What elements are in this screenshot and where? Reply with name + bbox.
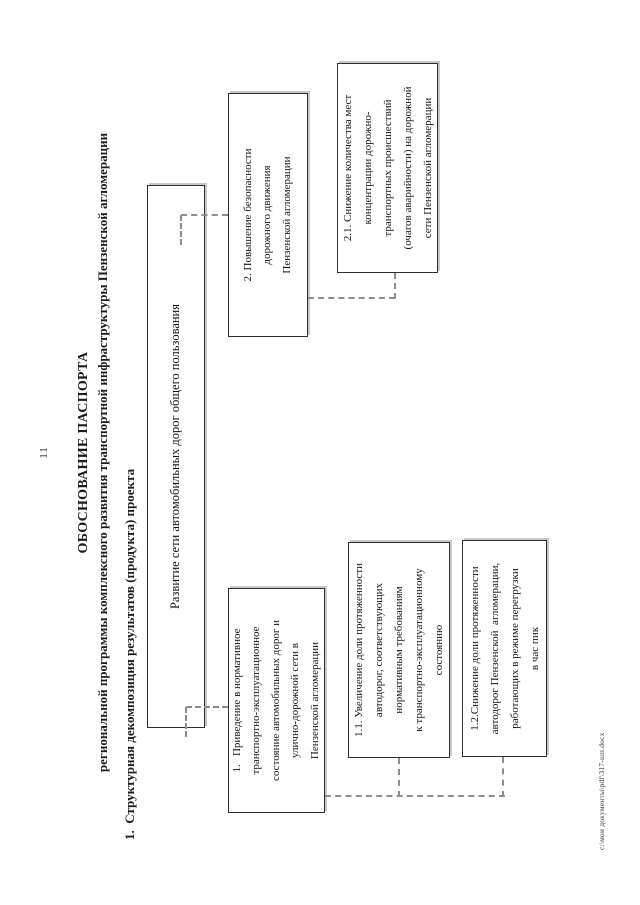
section-heading: 1. Структурная декомпозиция результатов … [122, 468, 137, 840]
connector-box2-to-box21-branch [394, 273, 396, 299]
page-number: 11 [38, 446, 50, 459]
document-subtitle: региональной программы комплексного разв… [95, 132, 110, 773]
wbs-box-text-line: 1.2.Снижение доли протяженности [468, 566, 481, 731]
connector-root-to-box1-drop [186, 706, 228, 708]
connector-root-to-box2-drop [181, 214, 228, 216]
wbs-box-text-line: к транспортно-эксплуатационному [413, 568, 425, 732]
wbs-box-text-line: состояние автомобильных дорог и [269, 620, 282, 781]
wbs-box-text-line: автодорог Пензенской агломерации, [488, 562, 501, 735]
wbs-box-root: Развитие сети автомобильных дорог общего… [147, 185, 205, 728]
document-title: ОБОСНОВАНИЕ ПАСПОРТА [76, 351, 91, 554]
wbs-box-text-line: концентрации дорожно- [361, 111, 374, 225]
connector-box1-trunk [325, 795, 505, 797]
footer-file-path: с:\мои документы\pdf\317-шп.docx [597, 732, 606, 850]
wbs-box-text-line: в час пик [528, 626, 541, 671]
wbs-box-text-line: Пензенской агломерации [280, 156, 293, 274]
wbs-box-text-line: дорожного движения [261, 165, 274, 265]
wbs-box-1: 1. Приведение в нормативное транспортно-э… [228, 588, 325, 813]
connector-root-to-box1-stub [185, 707, 187, 737]
wbs-box-text-line: 2. Повышение безопасности [241, 148, 254, 282]
connector-root-to-box2-stub [180, 215, 182, 245]
wbs-box-text-line: 2.1. Снижение количества мест [341, 94, 354, 242]
wbs-box-text-line: сети Пензенской агломерации [421, 97, 434, 239]
wbs-box-2-1: 2.1. Снижение количества мест концентраци… [337, 63, 438, 273]
connector-box1-to-box12-branch [502, 757, 504, 797]
wbs-box-text-line: (очагов аварийности) на дорожной [401, 86, 414, 250]
wbs-box-text-line: состоянию [433, 624, 445, 676]
wbs-box-text-line: работающих в режиме перегрузки [508, 568, 521, 729]
wbs-box-text-line: транспортно-эксплуатационное [250, 626, 263, 775]
wbs-box-text-line: транспортных происшествий [381, 99, 394, 237]
connector-box1-to-box11-branch [398, 758, 400, 797]
wbs-box-2: 2. Повышение безопасности дорожного движе… [228, 93, 308, 337]
wbs-box-text-line: Развитие сети автомобильных дорог общего… [168, 303, 183, 610]
wbs-box-1-1: 1.1. Увеличение доли протяженности автодо… [348, 542, 450, 758]
wbs-box-text-line: нормативным требованиям [393, 586, 405, 714]
wbs-box-text-line: Пензенской агломерации [308, 641, 321, 760]
wbs-box-text-line: автодорог, соответствующих [373, 582, 385, 718]
connector-box2-to-box21-drop [308, 297, 395, 299]
wbs-box-text-line: 1.1. Увеличение доли протяженности [353, 563, 365, 738]
wbs-box-text-line: 1. Приведение в нормативное [230, 628, 243, 773]
wbs-box-1-2: 1.2.Снижение доли протяженности автодорог… [462, 540, 547, 757]
wbs-box-text-line: улично-дорожной сети в [289, 643, 302, 758]
